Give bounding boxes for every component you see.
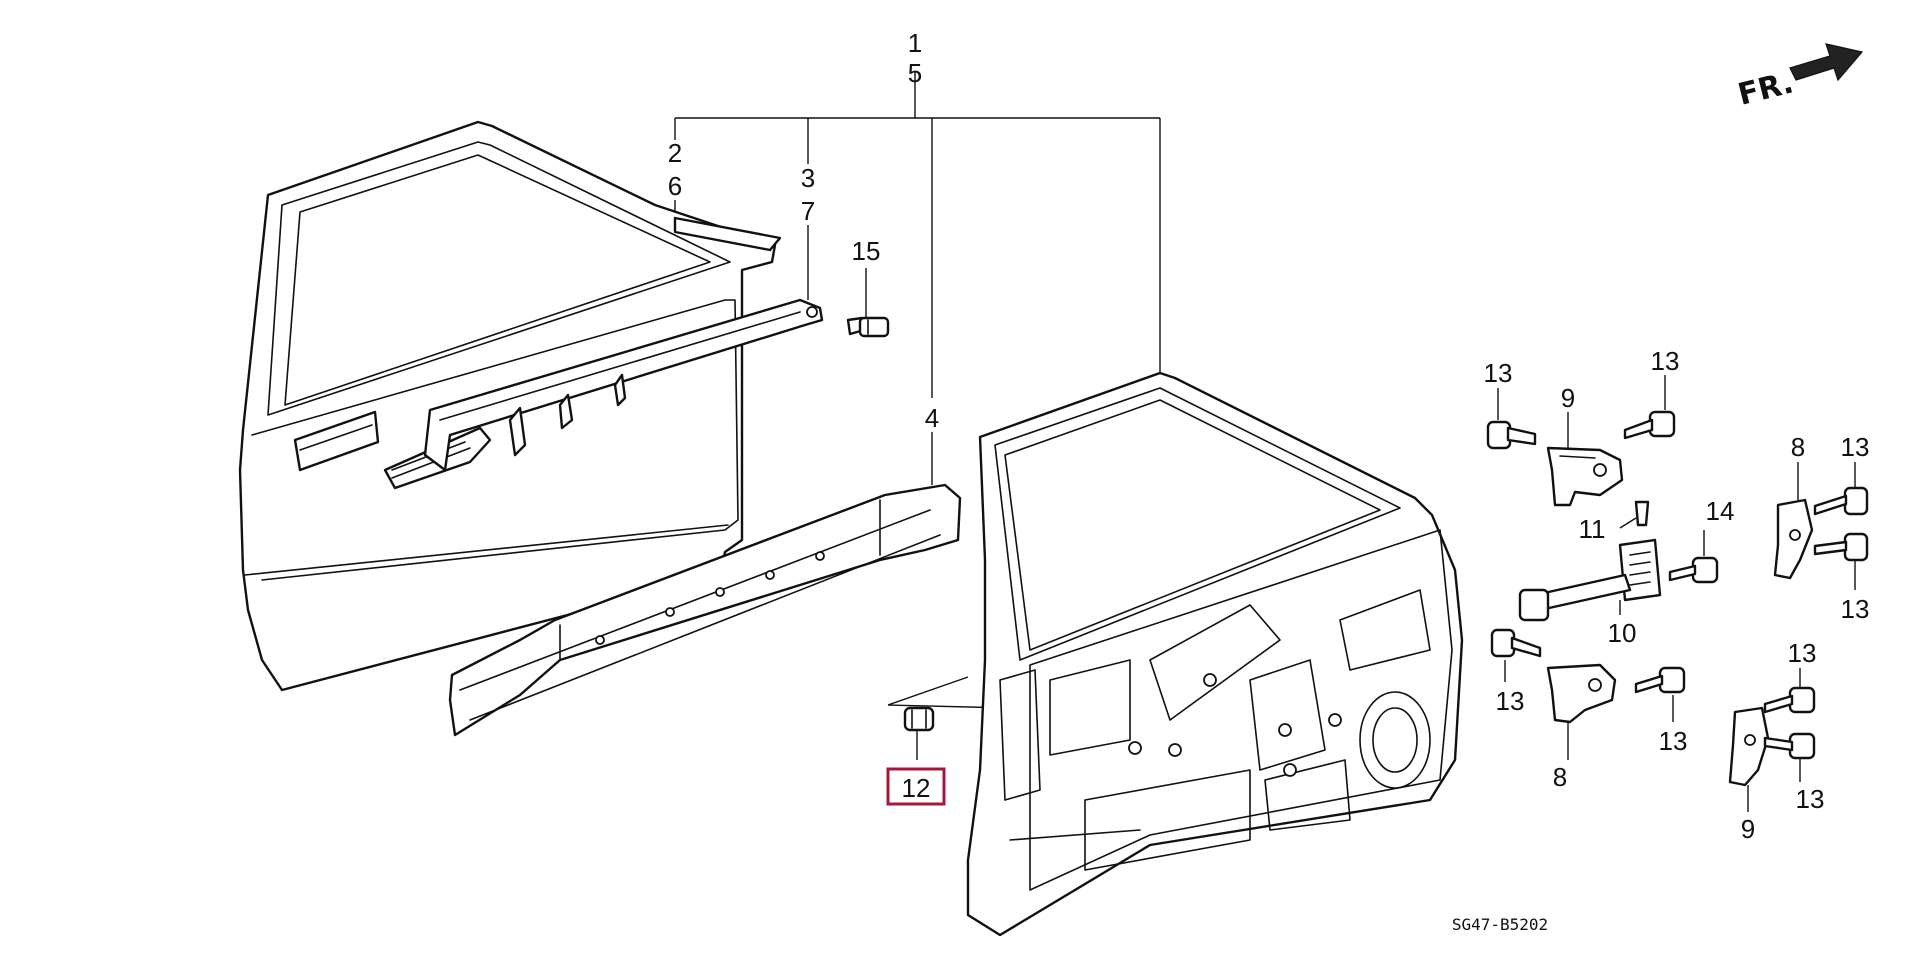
callout-8-b: 8 xyxy=(1553,762,1567,792)
callout-13-c: 13 xyxy=(1841,432,1870,462)
callout-9-a: 9 xyxy=(1561,383,1575,413)
side-impact-beam xyxy=(448,483,962,737)
nut-12 xyxy=(903,706,935,732)
callout-13-h: 13 xyxy=(1796,784,1825,814)
upper-channel xyxy=(673,216,782,252)
hinge-8-right xyxy=(1773,498,1814,580)
part-leaders xyxy=(1497,375,1856,812)
callout-1: 1 xyxy=(908,28,922,58)
bolt-13-upper-right xyxy=(1623,410,1676,440)
callout-2: 2 xyxy=(668,138,682,168)
beltline-reinforcement xyxy=(423,298,824,472)
upper-hinge xyxy=(1546,446,1624,507)
bolt-13-lower-left xyxy=(1490,628,1542,658)
callout-15: 15 xyxy=(852,236,881,266)
callout-14: 14 xyxy=(1706,496,1735,526)
callout-4: 4 xyxy=(925,403,939,433)
bolt-13-right-a xyxy=(1813,486,1869,516)
callout-8-a: 8 xyxy=(1791,432,1805,462)
bolt-14 xyxy=(1668,556,1719,584)
leader-lines xyxy=(674,72,1161,760)
callout-13-b: 13 xyxy=(1651,346,1680,376)
clip-11 xyxy=(1634,500,1650,527)
callout-labels: 1 5 2 6 3 7 15 4 12 13 13 9 8 13 11 14 1… xyxy=(668,28,1870,844)
callout-6: 6 xyxy=(668,171,682,201)
callout-13-d: 13 xyxy=(1841,594,1870,624)
callout-11: 11 xyxy=(1579,514,1606,544)
callout-13-e: 13 xyxy=(1788,638,1817,668)
callout-10: 10 xyxy=(1608,618,1637,648)
callout-12: 12 xyxy=(902,773,931,803)
callout-9-b: 9 xyxy=(1741,814,1755,844)
bolt-13-right-d xyxy=(1763,732,1816,760)
callout-13-f: 13 xyxy=(1496,686,1525,716)
front-label: FR. xyxy=(1735,65,1797,112)
bolt-13-upper-left xyxy=(1486,420,1537,450)
arrow-right-icon xyxy=(1789,43,1864,82)
door-inner-panel xyxy=(966,371,1464,937)
door-checker xyxy=(1518,538,1662,622)
callout-3: 3 xyxy=(801,163,815,193)
front-direction-marker: FR. xyxy=(1735,43,1864,113)
lower-hinge-left xyxy=(1546,663,1617,724)
bolt-13-lower-mid xyxy=(1634,666,1686,694)
hinge-9-right xyxy=(1728,706,1770,787)
bolt-13-right-b xyxy=(1813,532,1869,562)
callout-13-g: 13 xyxy=(1659,726,1688,756)
bolt-15 xyxy=(846,316,890,338)
callout-13-a: 13 xyxy=(1484,358,1513,388)
bolt-13-right-c xyxy=(1763,686,1816,714)
callout-5: 5 xyxy=(908,58,922,88)
callout-7: 7 xyxy=(801,196,815,226)
diagram-code: SG47-B5202 xyxy=(1452,915,1548,934)
highlight-box-12 xyxy=(886,767,946,806)
